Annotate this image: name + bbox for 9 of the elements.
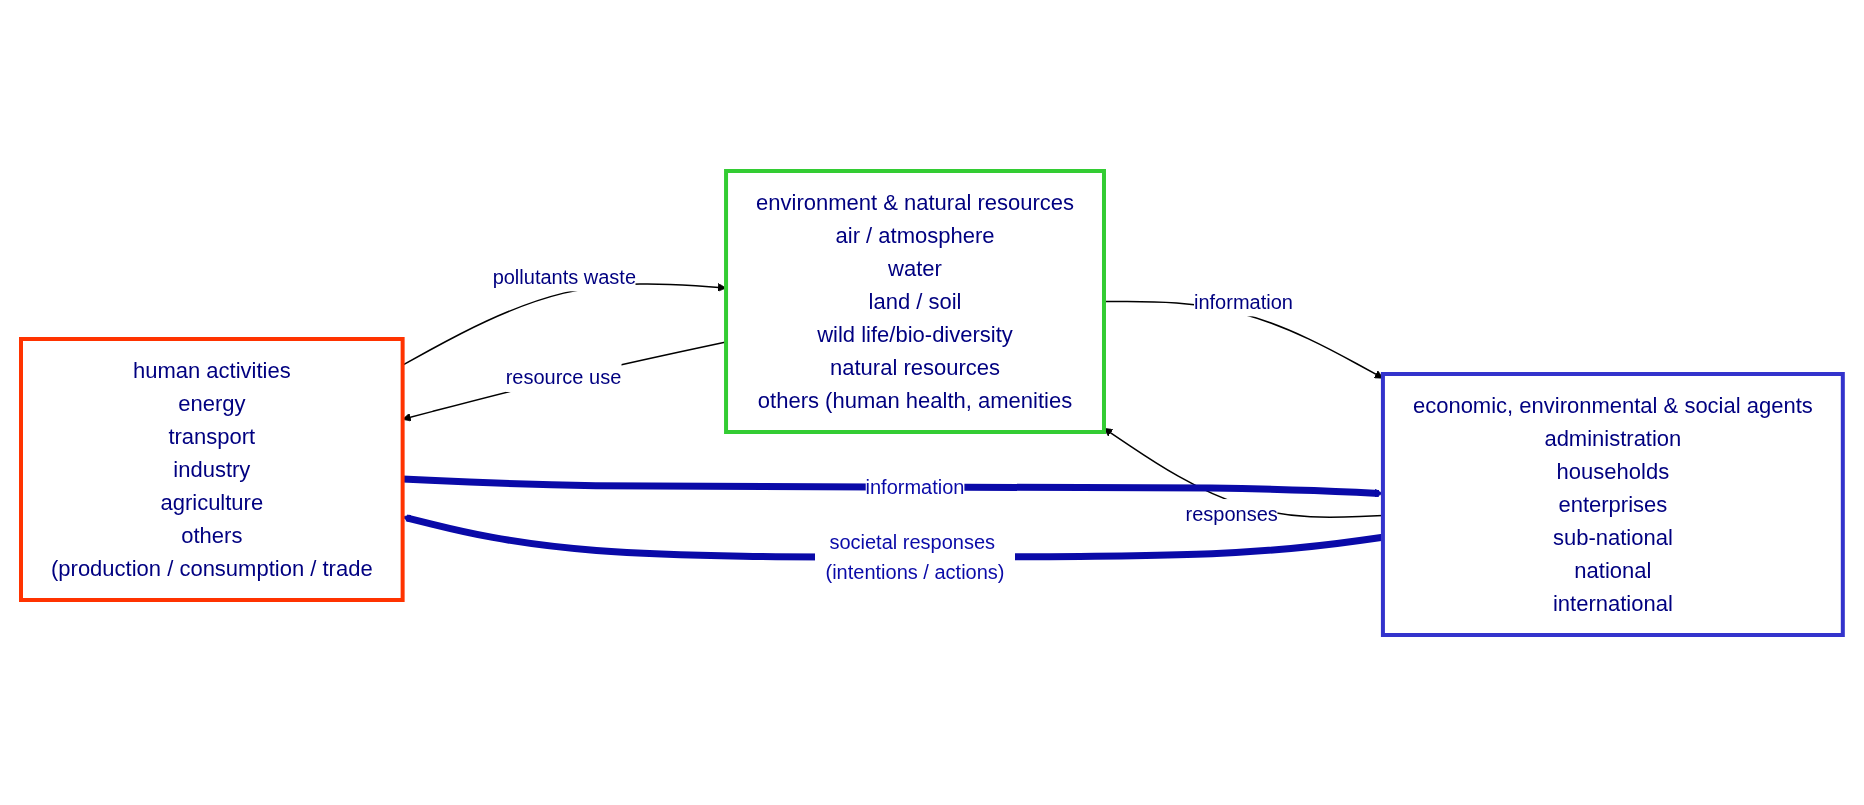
- edge-label: information: [865, 475, 965, 498]
- edge-label: responses: [1185, 502, 1278, 525]
- node-box: economic, environmental & social agents administration households enterprises sub-national national international: [1381, 371, 1845, 637]
- node-box: environment & natural resources air / atmosphere water land / soil wild life/bio-diversity natural resources others (human health, amenities: [724, 168, 1107, 434]
- node-box: human activities energy transport industry agriculture others (production / consumption / trade: [19, 336, 405, 602]
- edge-label: pollutants waste: [492, 265, 637, 287]
- edge-label: resource use: [505, 365, 622, 388]
- edge-label: information: [1194, 290, 1294, 312]
- edge-label: societal responses (intentions / actions): [825, 530, 1005, 583]
